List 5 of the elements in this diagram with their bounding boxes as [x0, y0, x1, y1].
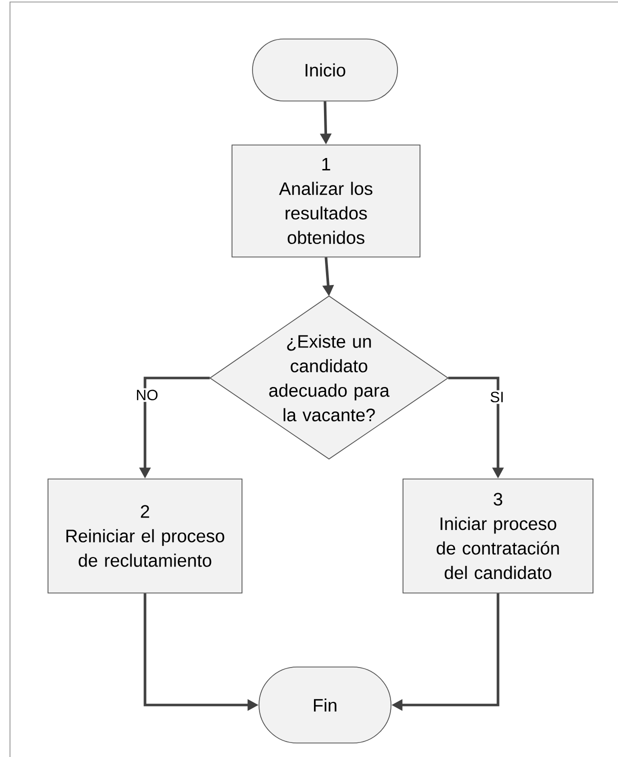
process-box: 2 Reiniciar el proceso de reclutamiento [48, 478, 242, 594]
process-box: 3 Iniciar proceso de contratación del candidato [402, 478, 594, 594]
edge-label: NO [134, 388, 160, 402]
process-box: 1 Analizar los resultados obtenidos [232, 144, 420, 258]
edge-label: SI [488, 390, 506, 404]
